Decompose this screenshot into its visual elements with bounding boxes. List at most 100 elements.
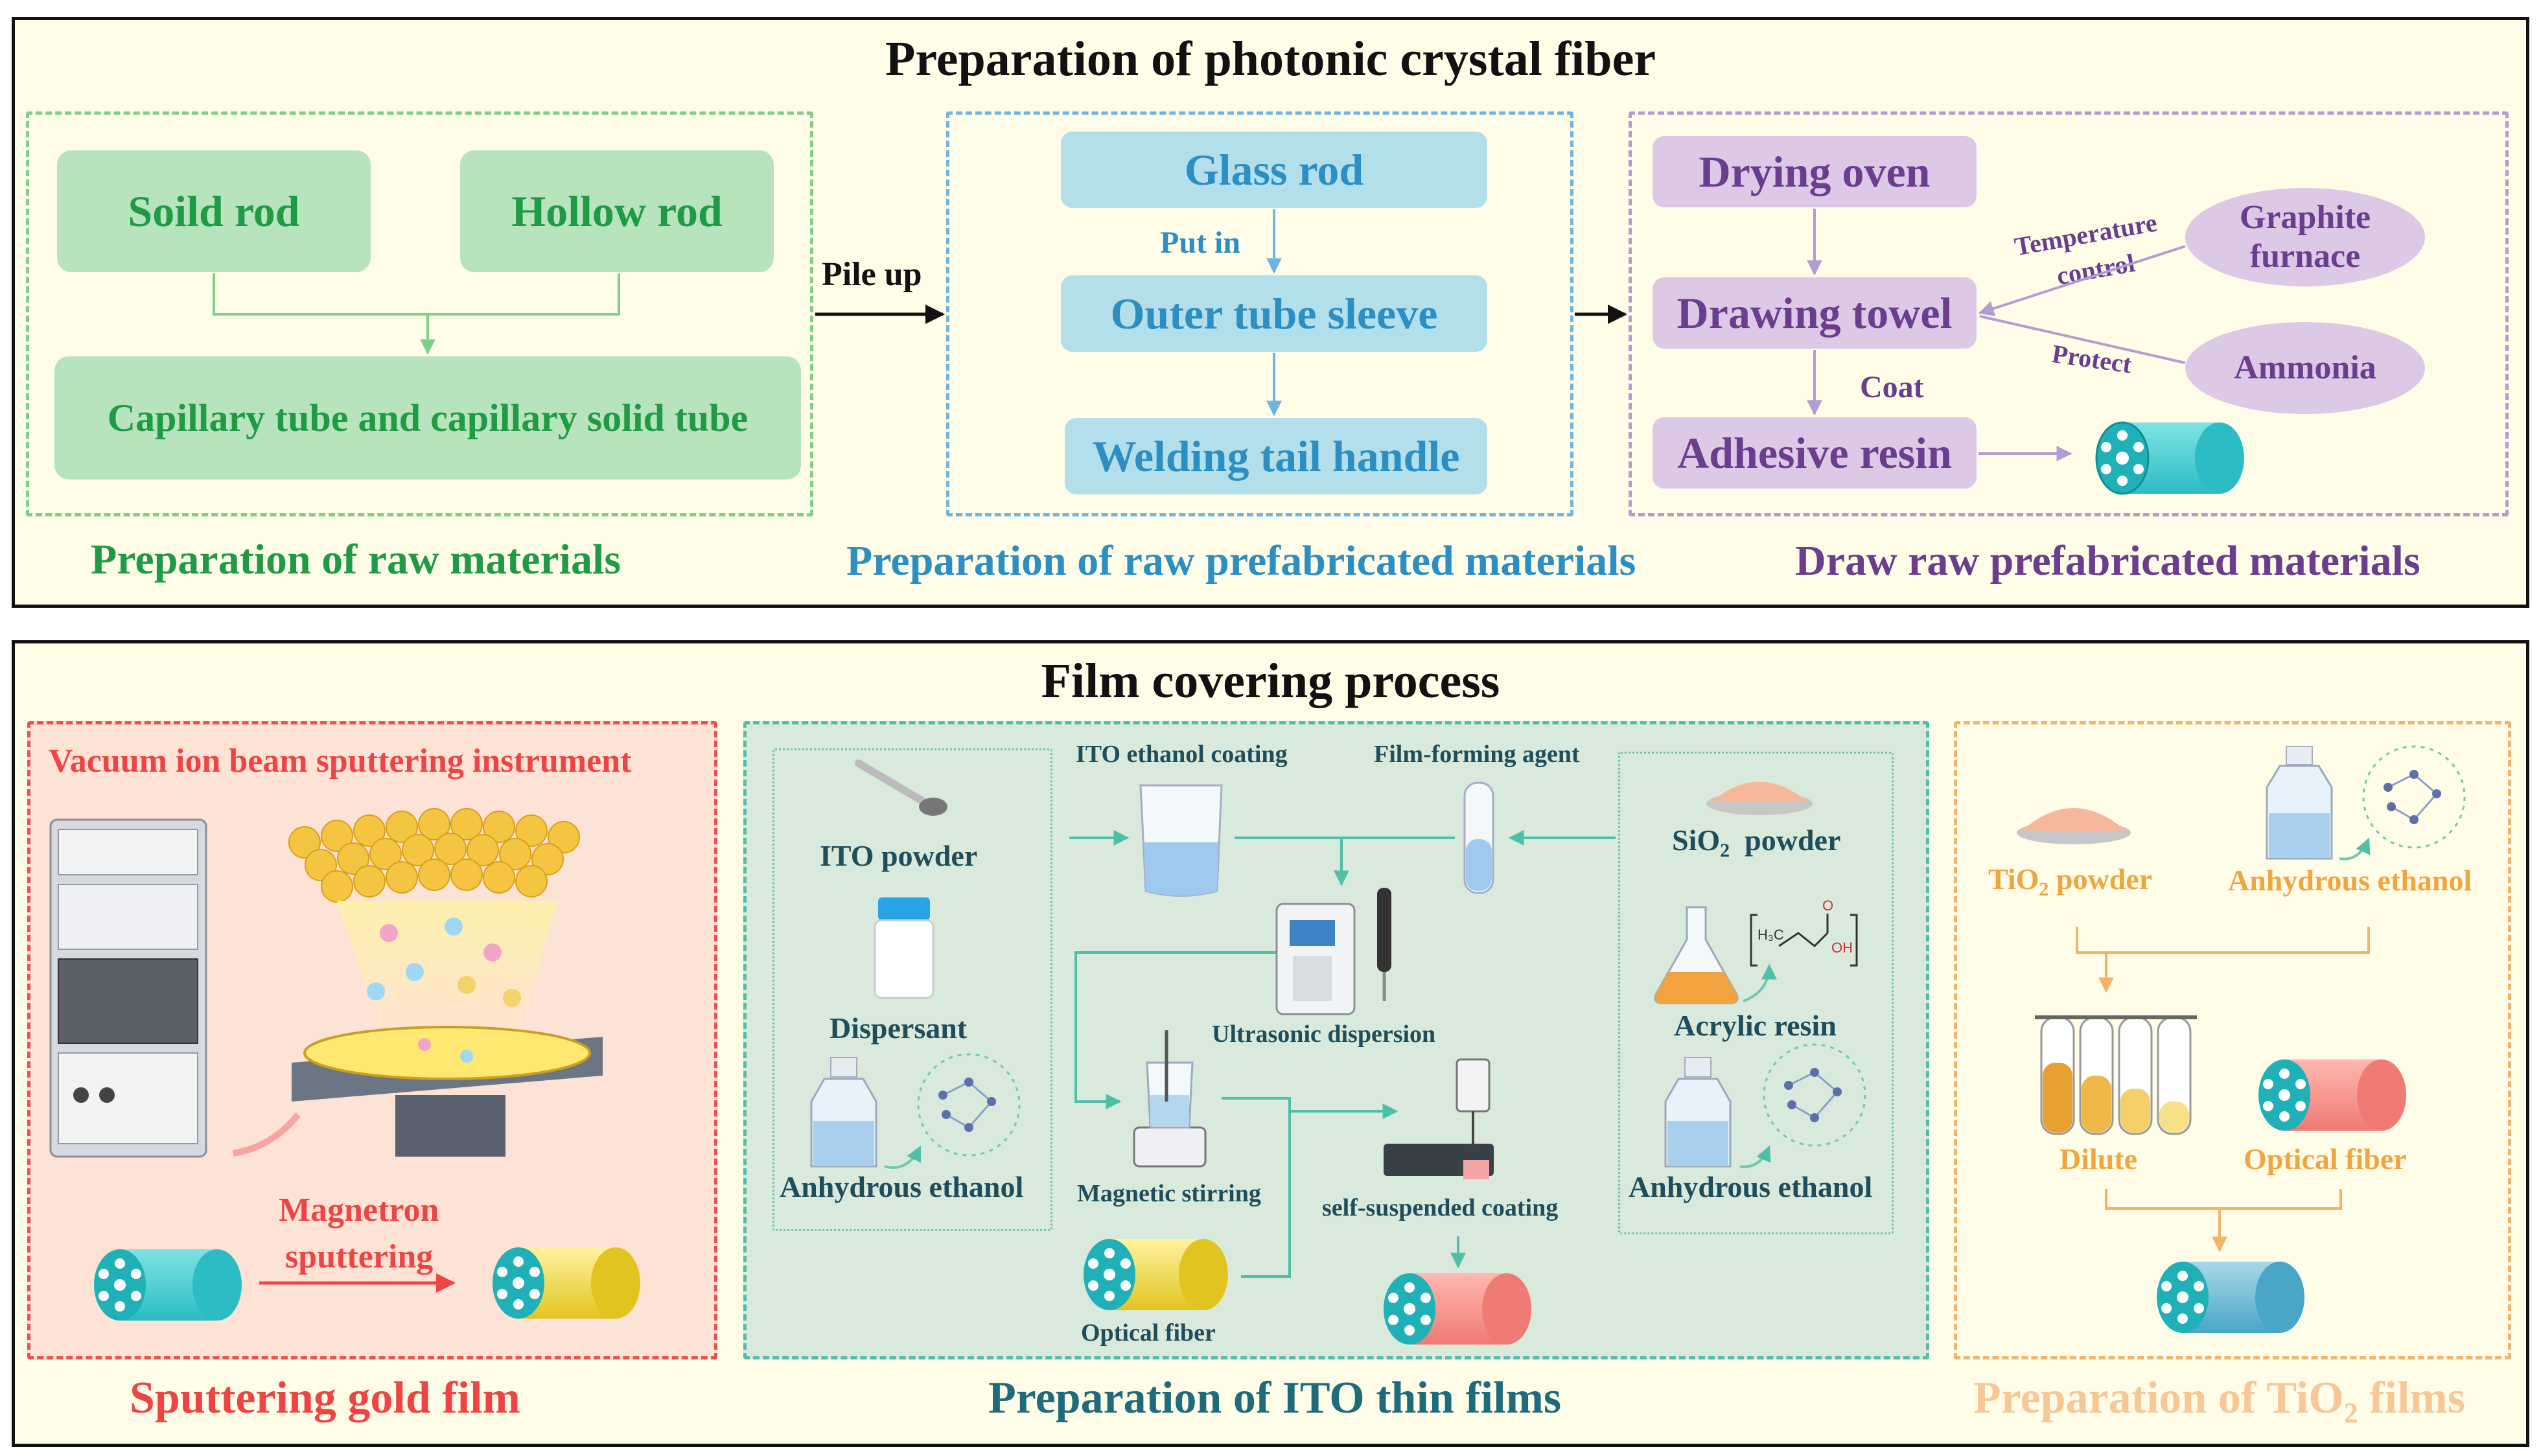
drawing-towel-box: Drawing towel [1653,277,1977,349]
dispersant-label: Dispersant [830,1011,968,1045]
tio2-caption-main: Preparation of TiO [1973,1373,2344,1423]
target-spheres [288,808,580,903]
ultrasonic-label: Ultrasonic dispersion [1212,1021,1436,1048]
molecule-left-icon [917,1053,1021,1157]
glass-rod-box: Glass rod [1061,132,1487,208]
draw-caption: Draw raw prefabricated materials [1795,537,2420,584]
tio2-powder-main: TiO [1988,862,2039,896]
tio2-ethanol-bottle-icon [2266,746,2333,860]
tio2-ethanol-curve [2339,837,2371,861]
film-agent-tube-icon [1463,781,1494,894]
ito-powder-label: ITO powder [820,839,978,872]
ito-optical-fiber-label: Optical fiber [1081,1319,1216,1346]
dip-coater-icon [1384,1058,1494,1179]
ethanol-left-curve [884,1145,922,1169]
tio2-molecule-icon [2362,745,2466,849]
tio2-coated-fiber-icon [2157,1262,2304,1333]
sio2-sub: 2 [1720,840,1730,862]
adhesive-resin-box: Adhesive resin [1653,417,1977,489]
self-suspended-label: self-suspended coating [1322,1194,1559,1221]
sio2-main: SiO [1672,824,1721,857]
draw-frame [1629,111,2509,516]
graphite-line-2: furnace [2249,238,2361,275]
draw-connectors [1807,209,2186,461]
raw-connectors [213,273,620,355]
ethanol-bottle-right-icon [1664,1057,1732,1168]
put-in-label: Put in [1160,225,1241,260]
sio2-powder-icon [1706,781,1813,815]
tio2-flow-connectors [2076,927,2370,1253]
tio2-frame [1954,721,2511,1359]
sputtering-instrument-icon [49,818,207,1158]
sputter-stage [292,1026,603,1157]
graphite-furnace-ellipse: Graphite furnace [2185,188,2425,286]
sio2-rest: powder [1730,824,1841,857]
pcf-fiber-icon [2095,421,2244,495]
raw-materials-frame [26,111,813,516]
solid-rod-box: Soild rod [57,150,371,272]
coat-label: Coat [1860,370,1924,404]
tio2-optical-fiber-icon [2258,1059,2406,1131]
magnetron-label-1: Magnetron [279,1192,439,1229]
ito-caption: Preparation of ITO thin films [988,1373,1562,1423]
acrylic-formula-icon: H₃C O OH [1750,897,1858,967]
tio2-powder-icon [2017,808,2131,844]
pile-up-label: Pile up [822,256,922,293]
tio2-powder-rest: powder [2048,862,2153,896]
ito-coating-label: ITO ethanol coating [1076,741,1288,768]
acrylic-curve [1743,964,1777,1002]
ito-left-inner [772,748,1052,1231]
acrylic-flask-icon [1654,906,1739,1004]
ammonia-ellipse: Ammonia [2185,322,2425,414]
ito-optical-fiber-icon [1084,1239,1228,1310]
ito-right-inner [1618,752,1894,1234]
gold-caption: Sputtering gold film [130,1373,520,1423]
tio2-powder-sub: 2 [2039,879,2049,901]
prefab-frame [946,111,1573,516]
anhydrous-left-label: Anhydrous ethanol [780,1170,1024,1203]
ito-spatula-icon [855,759,947,816]
anhydrous-right-label: Anhydrous ethanol [1629,1170,1873,1203]
dilute-label: Dilute [2059,1142,2138,1175]
ethanol-right-curve [1739,1145,1771,1168]
dispersant-bottle-icon [874,897,934,999]
outer-tube-box: Outer tube sleeve [1061,275,1487,352]
gold-fiber-icon [493,1247,640,1319]
formula-o: O [1822,897,1833,914]
dilute-tubes-icon [2035,1015,2197,1135]
magnetic-stirrer-icon [1133,1030,1207,1168]
tio2-caption: Preparation of TiO2 films [1973,1372,2465,1429]
hollow-rod-box: Hollow rod [460,150,774,272]
top-title: Preparation of photonic crystal fiber [885,32,1656,86]
formula-oh: OH [1831,940,1853,956]
drying-oven-box: Drying oven [1653,136,1977,207]
magnetic-label: Magnetic stirring [1077,1180,1261,1207]
tio2-caption-rest: films [2358,1373,2465,1423]
acrylic-label: Acrylic resin [1674,1009,1837,1042]
sputter-particles [367,918,521,1007]
ethanol-bottle-left-icon [810,1057,877,1168]
formula-h3c: H₃C [1758,927,1784,943]
bottom-title: Film covering process [1041,654,1500,708]
instrument-label: Vacuum ion beam sputtering instrument [49,743,632,780]
ito-frame [743,721,1929,1359]
capillary-box: Capillary tube and capillary solid tube [54,356,801,480]
ultrasonic-device-icon [1275,888,1391,1015]
ito-beaker-icon [1139,784,1223,897]
magnetron-label-2: sputtering [285,1238,434,1275]
gold-curved-arrow [233,1112,301,1157]
tio2-optical-fiber-label: Optical fiber [2244,1142,2407,1175]
tio2-powder-label: TiO2 powder [1988,862,2152,901]
film-agent-label: Film-forming agent [1374,741,1580,768]
graphite-line-1: Graphite [2239,199,2371,237]
tio2-caption-sub: 2 [2343,1397,2358,1429]
uncoated-fiber-icon [94,1249,242,1321]
tio2-anhydrous-label: Anhydrous ethanol [2228,864,2472,897]
prefab-caption: Preparation of raw prefabricated materia… [846,537,1636,584]
sio2-powder-label: SiO2 powder [1672,823,1840,862]
welding-box: Welding tail handle [1065,418,1487,494]
raw-materials-caption: Preparation of raw materials [91,536,621,583]
ito-coated-fiber-icon [1384,1273,1531,1345]
ito-flow-connectors [1069,830,1616,1278]
